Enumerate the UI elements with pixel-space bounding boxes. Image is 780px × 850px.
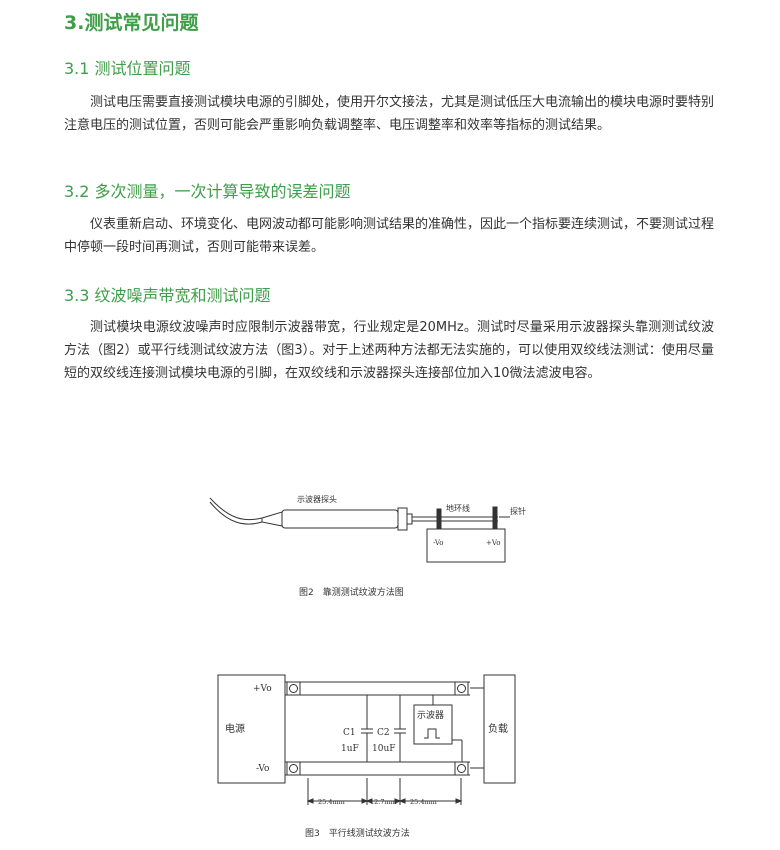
parallel-line-drawing bbox=[217, 674, 516, 805]
probe-label: 示波器探头 bbox=[297, 494, 337, 504]
paragraph-3-1: 测试电压需要直接测试模块电源的引脚处，使用开尔文接法，尤其是测试低压大电流输出的… bbox=[64, 95, 715, 133]
source-label: 电源 bbox=[225, 722, 245, 735]
subsection-title-3-1: 3.1 测试位置问题 bbox=[64, 59, 191, 78]
c1-name: C1 bbox=[343, 728, 356, 738]
tip-label: 探针 bbox=[510, 506, 526, 516]
neg-terminal-label: -Vo bbox=[433, 539, 443, 547]
load-label: 负载 bbox=[488, 722, 508, 735]
subsection-title-3-3: 3.3 纹波噪声带宽和测试问题 bbox=[64, 286, 271, 305]
dimension-1: 25.4mm bbox=[318, 798, 345, 806]
dimension-2: 12.7mm bbox=[370, 798, 397, 806]
c2-value: 10uF bbox=[372, 744, 396, 754]
figure-3-caption: 图3 平行线测试纹波方法 bbox=[305, 829, 410, 839]
c1-value: 1uF bbox=[341, 744, 359, 754]
paragraph-3-2: 仪表重新启动、环境变化、电网波动都可能影响测试结果的准确性，因此一个指标要连续测… bbox=[64, 217, 715, 255]
figure-2-caption: 图2 靠测测试纹波方法图 bbox=[299, 588, 404, 598]
subsection-title-3-2: 3.2 多次测量，一次计算导致的误差问题 bbox=[64, 182, 351, 201]
pos-terminal-label: +Vo bbox=[486, 539, 501, 547]
dimension-3: 25.4mm bbox=[410, 798, 437, 806]
paragraph-3-3: 测试模块电源纹波噪声时应限制示波器带宽，行业规定是20MHz。测试时尽量采用示波… bbox=[64, 320, 714, 381]
probe-drawing bbox=[209, 497, 510, 563]
c2-name: C2 bbox=[377, 728, 390, 738]
fig3-neg-label: -Vo bbox=[256, 764, 269, 774]
scope-label: 示波器 bbox=[417, 709, 444, 721]
section-title: 3.测试常见问题 bbox=[64, 12, 199, 34]
ground-loop-label: 地环线 bbox=[446, 503, 470, 513]
fig3-pos-label: +Vo bbox=[253, 684, 272, 694]
